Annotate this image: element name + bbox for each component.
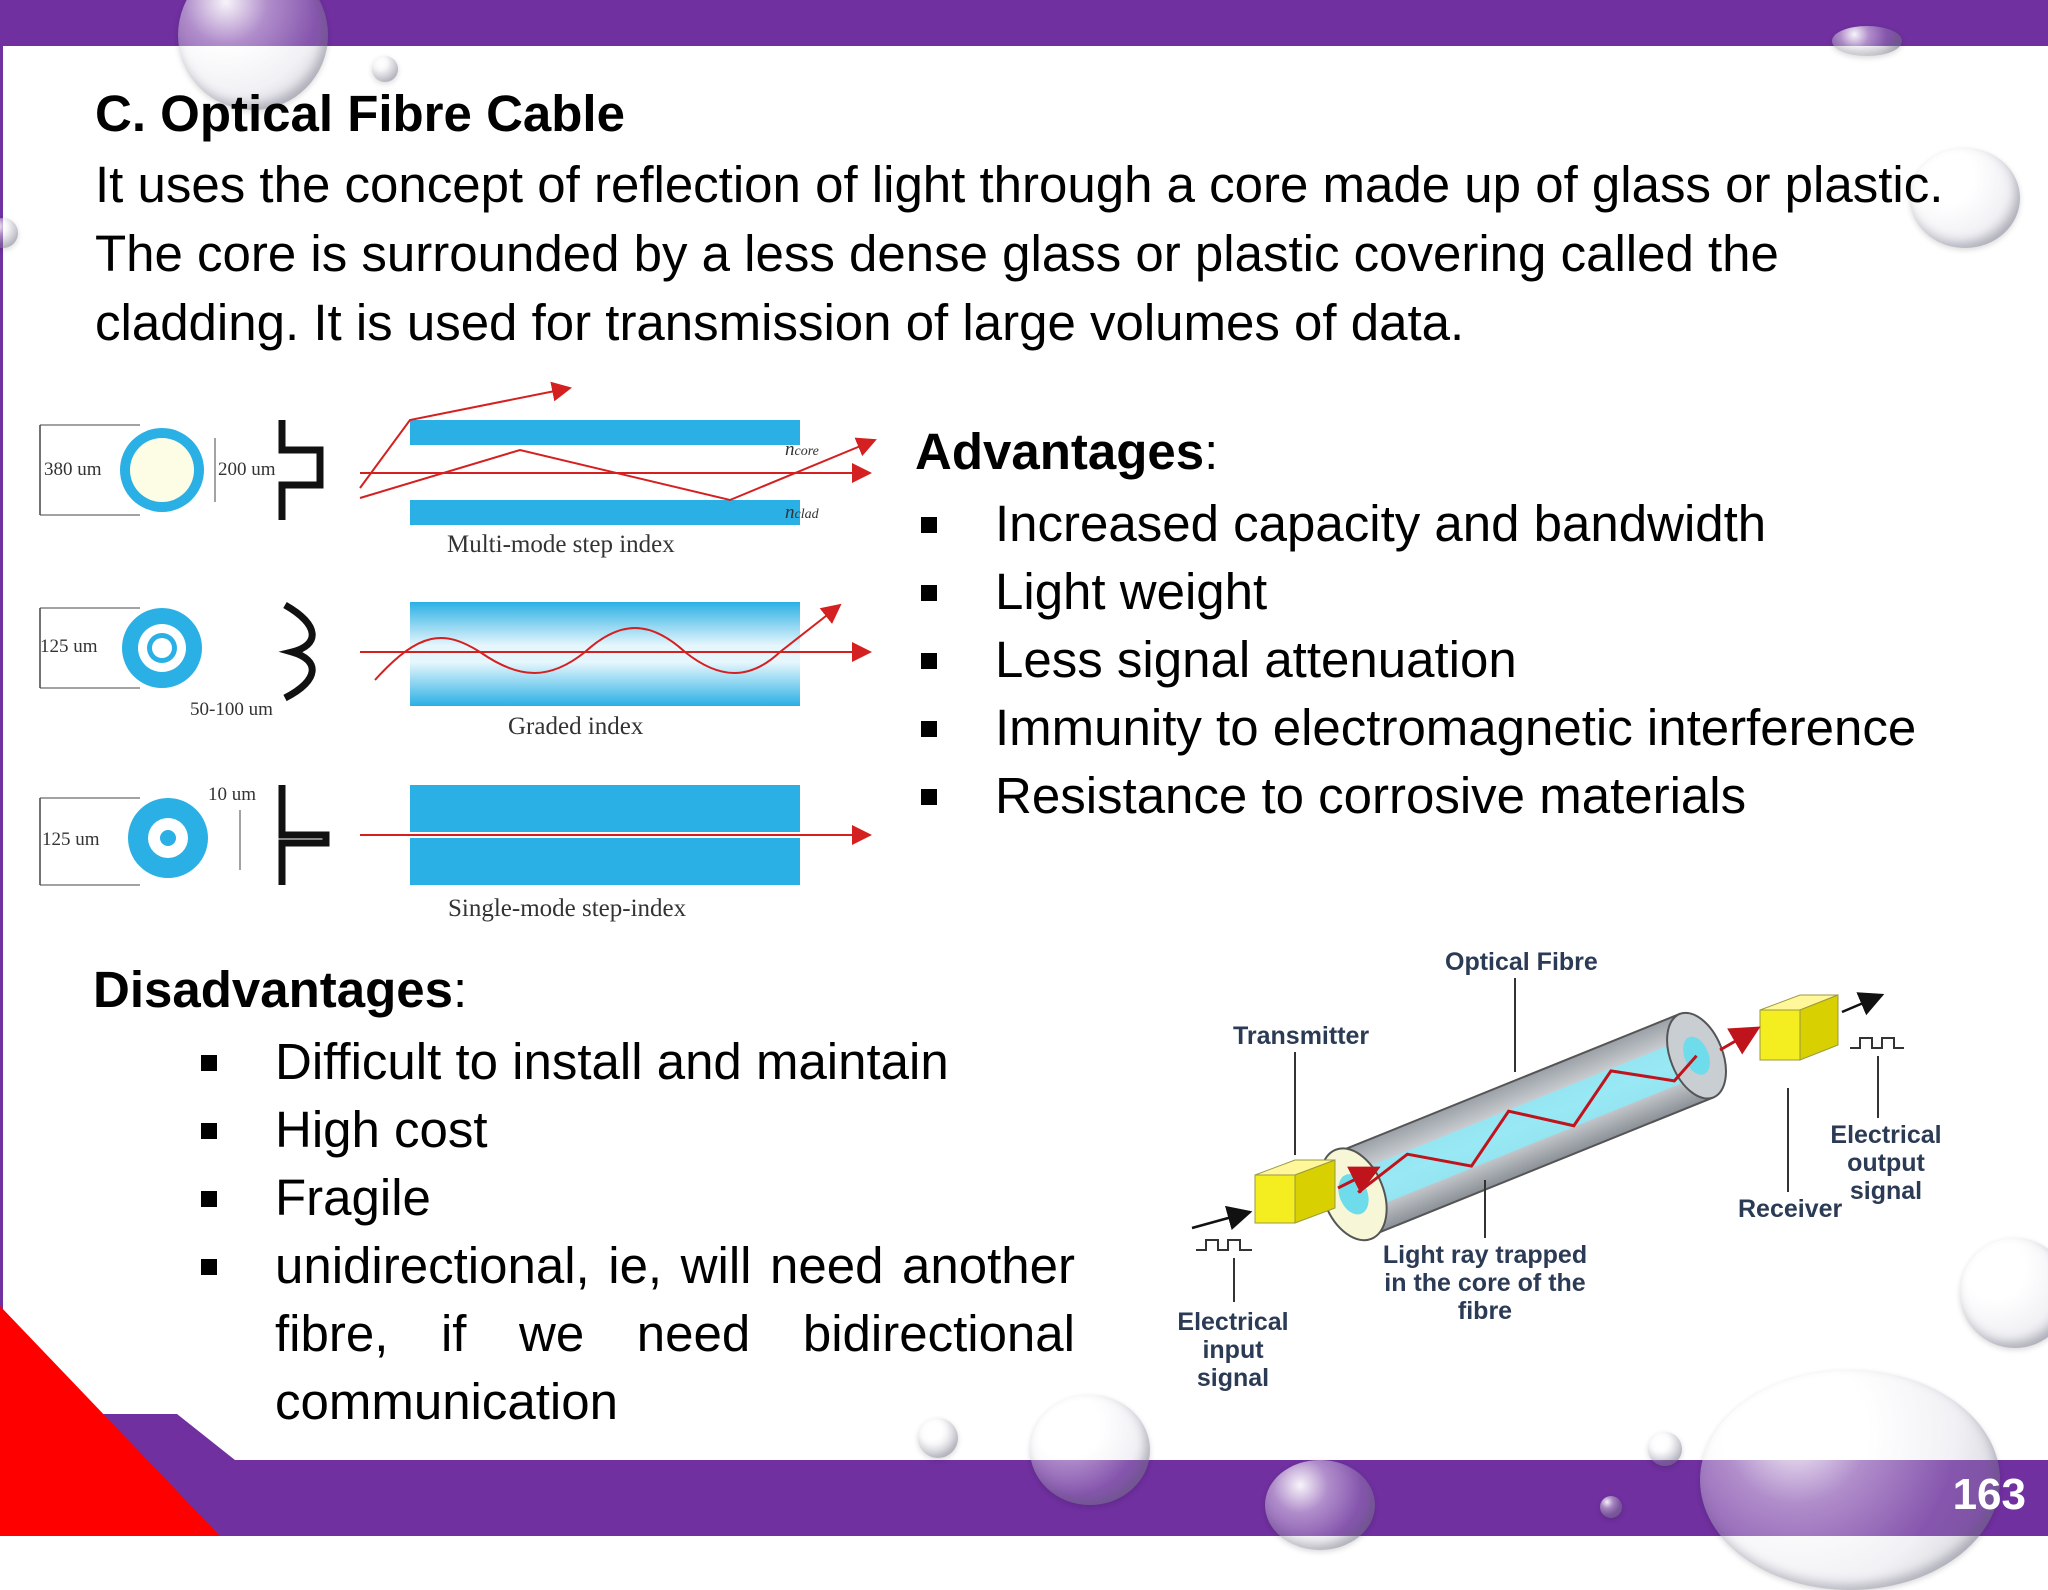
bubble-decoration (1648, 1432, 1682, 1466)
optical-fibre-tube (1319, 1011, 1727, 1242)
single-outer-dim: 125 um (42, 829, 100, 850)
multimode-core-dim: 200 um (218, 459, 276, 480)
multimode-caption: Multi-mode step index (447, 531, 675, 558)
list-item: unidirectional, ie, will need another fi… (195, 1232, 1075, 1436)
list-item: Light weight (915, 558, 2000, 626)
optical-fibre-label: Optical Fibre (1445, 948, 1598, 976)
list-item: Less signal attenuation (915, 626, 2000, 694)
bubble-decoration (1030, 1395, 1150, 1505)
graded-core-dim: 50-100 um (190, 699, 273, 720)
svg-text:nclad: nclad (785, 502, 820, 523)
list-item: Immunity to electromagnetic interference (915, 694, 2000, 762)
electrical-output-line-2: output (1847, 1149, 1925, 1177)
electrical-output-line-3: signal (1850, 1177, 1922, 1205)
top-bar (0, 0, 2048, 46)
transmitter-label: Transmitter (1233, 1022, 1369, 1050)
bullet-icon (921, 721, 937, 737)
slide-title: C. Optical Fibre Cable (95, 85, 625, 142)
bullet-icon (921, 517, 937, 533)
bubble-decoration (1832, 26, 1902, 56)
transmitter-cube (1254, 1159, 1336, 1224)
intro-paragraph: It uses the concept of reflection of lig… (95, 156, 1944, 351)
fibre-types-figure: 380 um 200 um ncore nclad Multi-mode ste… (39, 381, 877, 922)
graded-outer-dim: 125 um (40, 636, 98, 657)
graded-caption: Graded index (508, 713, 644, 740)
n-clad-symbol: n (785, 502, 795, 523)
light-ray-line-3: fibre (1458, 1297, 1512, 1325)
single-core-dim: 10 um (208, 784, 256, 805)
electrical-input-line-3: signal (1197, 1364, 1269, 1392)
bullet-icon (921, 585, 937, 601)
advantages-heading: Advantages: (915, 423, 1219, 480)
multimode-row: 380 um 200 um ncore nclad Multi-mode ste… (39, 381, 877, 558)
list-item: Increased capacity and bandwidth (915, 490, 2000, 558)
bubble-decoration (0, 218, 18, 248)
graded-index-row: 125 um 50-100 um Graded index (39, 601, 872, 740)
bullet-icon (201, 1259, 217, 1275)
bullet-icon (201, 1055, 217, 1071)
bubble-decoration (1265, 1460, 1375, 1550)
page-number: 163 (1952, 1470, 2026, 1519)
svg-text:ncore: ncore (785, 439, 819, 460)
fibre-system-diagram: Optical Fibre Transmitter Receiver Elect… (1177, 948, 1941, 1392)
n-core-sub: core (795, 444, 819, 459)
bubble-decoration (1600, 1496, 1622, 1518)
advantages-list: Increased capacity and bandwidth Light w… (915, 490, 2000, 830)
bullet-icon (921, 653, 937, 669)
disadvantages-heading: Disadvantages: (93, 961, 468, 1018)
bullet-icon (201, 1191, 217, 1207)
left-border (0, 46, 3, 1346)
light-ray-line-2: in the core of the (1384, 1269, 1586, 1297)
disadvantages-list: Difficult to install and maintain High c… (195, 1028, 1075, 1436)
list-item: Fragile (195, 1164, 1075, 1232)
bullet-icon (201, 1123, 217, 1139)
single-caption: Single-mode step-index (448, 895, 687, 922)
bullet-icon (921, 789, 937, 805)
list-item: Resistance to corrosive materials (915, 762, 2000, 830)
electrical-output-line-1: Electrical (1830, 1121, 1941, 1149)
electrical-input-line-1: Electrical (1177, 1308, 1288, 1336)
bubble-decoration (1960, 1238, 2048, 1348)
electrical-input-line-2: input (1202, 1336, 1264, 1364)
list-item: Difficult to install and maintain (195, 1028, 1075, 1096)
red-corner-triangle (0, 1306, 220, 1536)
receiver-cube (1759, 994, 1839, 1061)
multimode-outer-dim: 380 um (44, 459, 102, 480)
n-clad-sub: clad (795, 507, 820, 522)
receiver-label: Receiver (1738, 1195, 1843, 1223)
list-item: High cost (195, 1096, 1075, 1164)
bubble-decoration (1910, 148, 2020, 248)
single-mode-row: 125 um 10 um Single-mode step-index (39, 784, 872, 922)
n-core-symbol: n (785, 439, 795, 460)
bubble-decoration (372, 56, 398, 82)
bubble-decoration (918, 1418, 958, 1458)
light-ray-line-1: Light ray trapped (1383, 1241, 1587, 1269)
